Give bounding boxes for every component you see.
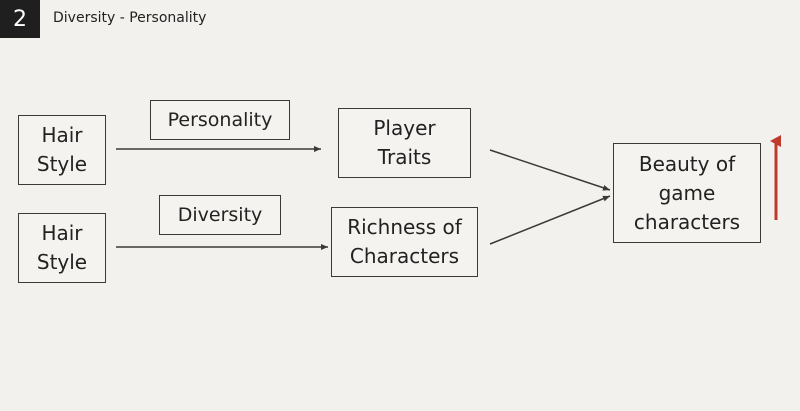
- arrow-richness-to-beauty: [489, 195, 611, 245]
- node-beauty-of-game-characters: Beauty of game characters: [613, 143, 761, 243]
- node-player-traits: Player Traits: [338, 108, 471, 178]
- node-richness-of-characters: Richness of Characters: [331, 207, 478, 277]
- node-personality-label: Personality: [167, 109, 273, 131]
- node-hair-style-top-label: Hair Style: [36, 123, 88, 176]
- node-diversity: Diversity: [159, 195, 281, 235]
- slide-number-badge: 2: [0, 0, 40, 38]
- node-richness-of-characters-label: Richness of Characters: [347, 215, 462, 268]
- slide-number: 2: [13, 6, 27, 32]
- node-hair-style-top: Hair Style: [18, 115, 106, 185]
- node-hair-style-bottom: Hair Style: [18, 213, 106, 283]
- arrow-player-traits-to-beauty: [489, 149, 611, 191]
- node-player-traits-label: Player Traits: [373, 116, 436, 169]
- node-beauty-of-game-characters-label: Beauty of game characters: [633, 151, 741, 234]
- slide-title: Diversity - Personality: [53, 10, 207, 26]
- node-diversity-label: Diversity: [177, 204, 263, 226]
- node-hair-style-bottom-label: Hair Style: [36, 221, 88, 274]
- node-personality: Personality: [150, 100, 290, 140]
